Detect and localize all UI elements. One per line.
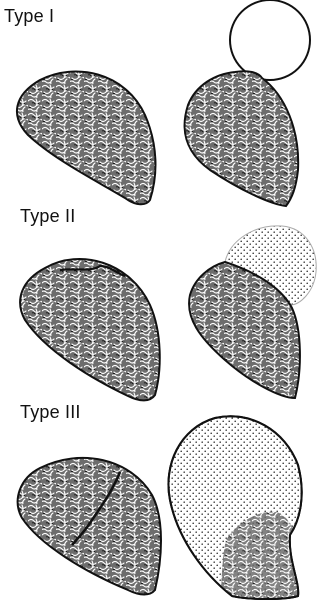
type-1-shape-right	[184, 71, 298, 206]
type-1-shape-left	[17, 71, 156, 204]
type-1-empty-sac	[230, 0, 310, 80]
type-2-shape-left	[20, 259, 160, 400]
